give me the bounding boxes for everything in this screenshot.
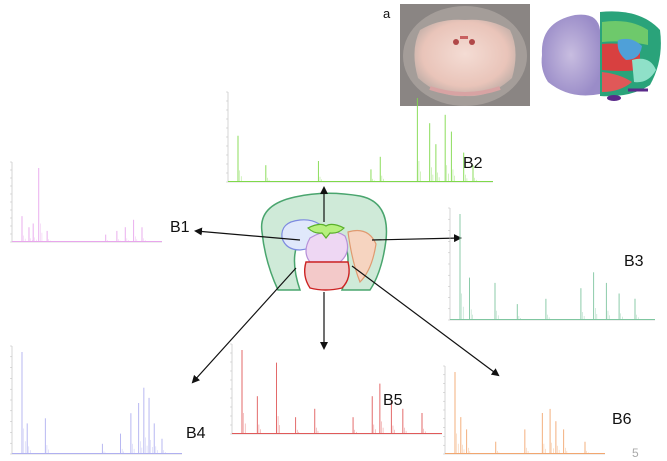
panel-label-b4: B4 (186, 425, 206, 442)
spectrum-axes (11, 346, 182, 455)
figure-label: a (383, 6, 391, 21)
spectrum-b6 (443, 365, 605, 455)
panel-a-images: a (383, 4, 663, 106)
page-number: 5 (632, 446, 639, 460)
spectrum-b3 (448, 207, 655, 321)
spectrum-axes (231, 344, 442, 435)
arrows (191, 186, 500, 384)
spectrum-b4 (10, 345, 182, 455)
arrow-b1 (194, 227, 301, 241)
brain-atlas-image (533, 4, 663, 106)
brain-slice-photo (400, 4, 530, 106)
brain-schematic (260, 192, 388, 291)
arrow-b6 (351, 265, 500, 377)
corpus-callosum-region (306, 223, 346, 239)
panel-label-b3: B3 (624, 253, 644, 270)
arrow-b4 (191, 267, 297, 384)
spectrum-b2 (226, 91, 493, 183)
panel-labels: B1 B2 B3 B4 B5 B6 (170, 155, 644, 442)
spectrum-b5 (230, 343, 442, 435)
spectrum-b1 (10, 161, 162, 243)
hypothalamus-region (303, 261, 350, 291)
panel-label-b6: B6 (612, 411, 632, 428)
spectra-panels (10, 91, 655, 455)
panel-label-b1: B1 (170, 219, 190, 236)
right-lateral-region (347, 229, 377, 284)
spectrum-axes (11, 162, 162, 243)
panel-label-b5: B5 (383, 392, 403, 409)
arrow-b3 (371, 234, 462, 243)
panel-label-b2: B2 (463, 155, 483, 172)
